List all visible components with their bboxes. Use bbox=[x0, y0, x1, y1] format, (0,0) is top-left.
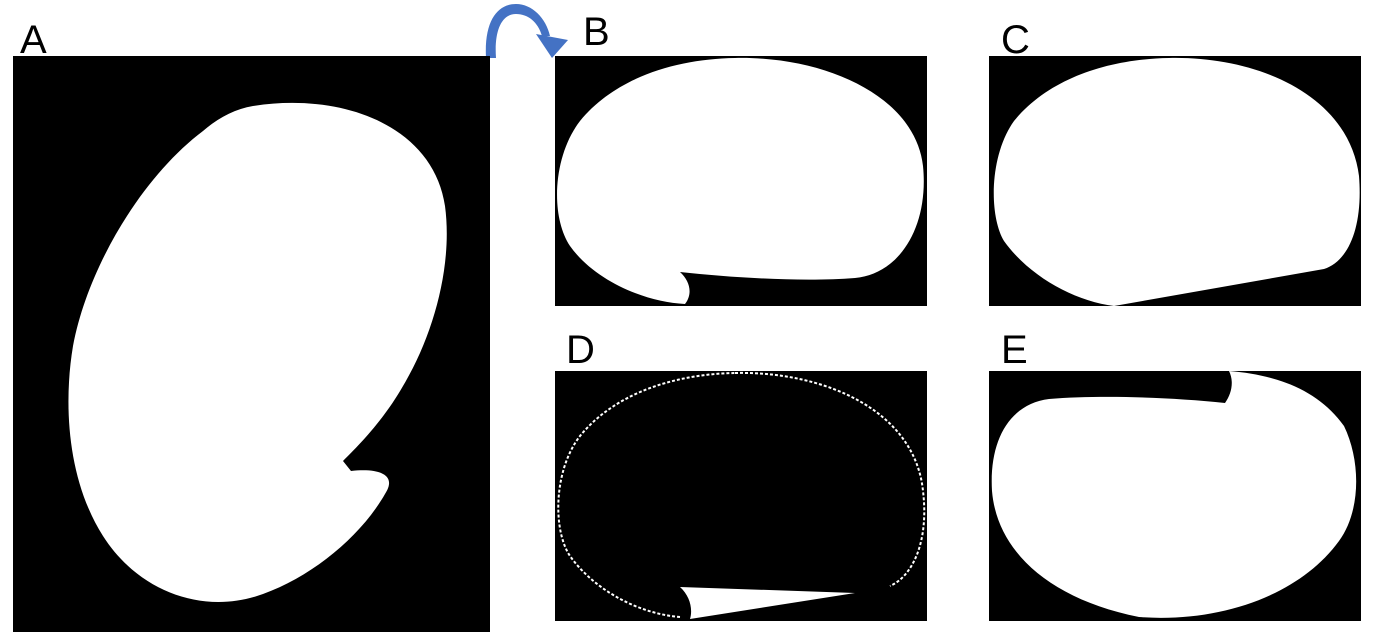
seed-mask-b bbox=[557, 57, 924, 305]
hull-outline-d bbox=[557, 371, 926, 618]
seed-shape-a bbox=[68, 102, 447, 602]
seed-mask-c bbox=[993, 57, 1360, 306]
panel-e bbox=[989, 371, 1361, 621]
panel-b bbox=[555, 56, 927, 306]
panel-a bbox=[13, 56, 490, 632]
seed-mask-d bbox=[557, 371, 926, 619]
seed-mask-e bbox=[991, 371, 1357, 618]
panel-label-c: C bbox=[1001, 18, 1030, 62]
panel-label-e: E bbox=[1001, 328, 1028, 372]
seed-shape-c bbox=[993, 57, 1360, 306]
panel-label-a: A bbox=[20, 18, 47, 62]
curved-arrow-icon bbox=[485, 4, 568, 58]
seed-shape-e bbox=[991, 371, 1357, 618]
seed-mask-a bbox=[68, 102, 447, 602]
seed-shape-b bbox=[557, 57, 924, 305]
panel-label-d: D bbox=[566, 328, 595, 372]
concavity-region-d bbox=[680, 587, 855, 619]
panel-d bbox=[555, 371, 927, 621]
panel-c bbox=[989, 56, 1361, 306]
arrow-body bbox=[485, 4, 550, 58]
arrow-head bbox=[536, 34, 568, 58]
panel-label-b: B bbox=[583, 10, 610, 54]
